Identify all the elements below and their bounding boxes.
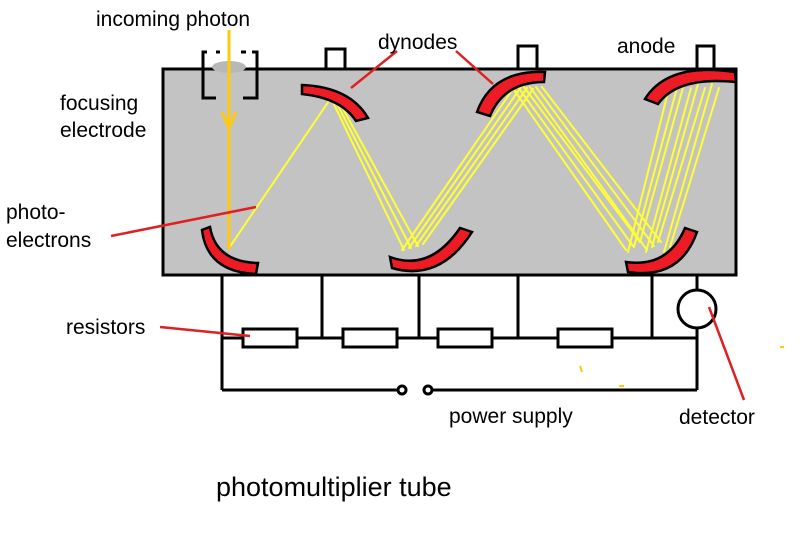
electron-path [415, 87, 528, 247]
dynodes-label: dynodes [378, 31, 457, 54]
pointer-lines [110, 50, 746, 401]
electron-paths [228, 83, 720, 253]
photoelectrons-label-line2: electrons [6, 229, 91, 252]
dynode-2 [388, 226, 474, 273]
electron-path [633, 87, 678, 248]
electron-path [228, 94, 334, 249]
resistor [341, 327, 399, 349]
dynode-4 [624, 226, 699, 275]
detector-label: detector [679, 406, 755, 429]
tube-pins [324, 44, 716, 71]
electron-path [651, 83, 699, 248]
electron-path [332, 95, 412, 249]
electron-path [329, 95, 405, 251]
focusing-electrode-label-line2: electrode [60, 119, 146, 142]
electron-path [639, 83, 685, 243]
electron-path [335, 95, 419, 247]
electron-path [529, 86, 648, 251]
electron-path [645, 87, 692, 253]
resistor [241, 327, 299, 349]
incoming-photon-label: incoming photon [96, 8, 250, 31]
electron-path [408, 86, 522, 249]
electron-path [657, 87, 706, 243]
electron-path [511, 86, 627, 251]
electrodes [200, 68, 738, 276]
power-terminal [396, 384, 408, 396]
focusing-electrode-label-line1: focusing [60, 92, 138, 115]
stray-marks [579, 346, 784, 387]
electron-path [627, 83, 671, 253]
anode-label: anode [617, 35, 675, 58]
diagram-title: photomultiplier tube [216, 472, 452, 502]
dynode-1 [300, 83, 370, 123]
resistor [556, 327, 614, 349]
resistor [436, 327, 494, 349]
electron-path [541, 86, 662, 243]
electron-path [517, 86, 634, 247]
detector-symbol [676, 288, 718, 330]
electron-path [401, 85, 516, 251]
electron-path [523, 86, 641, 243]
photocathode [200, 225, 260, 276]
power-terminal [422, 384, 434, 396]
photoelectrons-label-line1: photo- [6, 201, 66, 224]
electron-path [669, 87, 720, 248]
power-supply-label: power supply [449, 405, 573, 428]
electron-path [663, 83, 713, 253]
resistors-label: resistors [66, 316, 145, 339]
electron-path [535, 86, 655, 247]
anode [643, 68, 738, 106]
electron-path [422, 88, 534, 245]
dynode-3 [475, 70, 547, 118]
resistor-network [220, 274, 718, 396]
